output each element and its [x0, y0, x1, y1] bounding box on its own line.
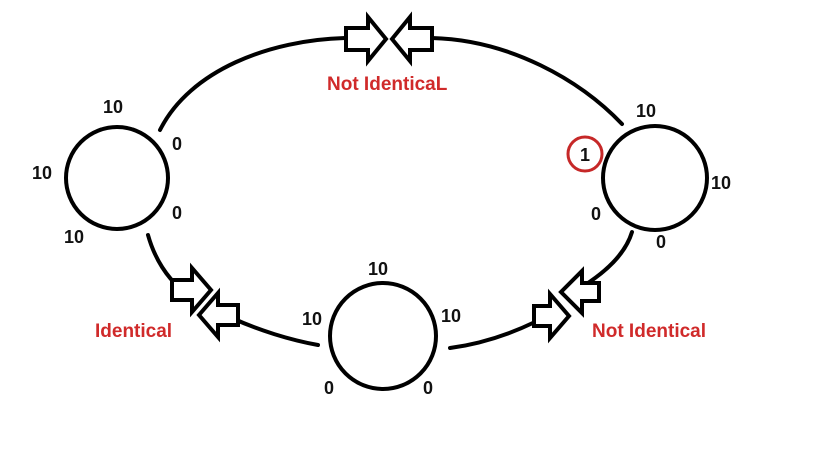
left-node-top-value: 10: [103, 97, 123, 117]
left-node-right-top-value: 0: [172, 134, 182, 154]
left-node-left-value: 10: [32, 163, 52, 183]
arrow-top-left-pointing: [389, 11, 434, 67]
bottom-node-bottom-right-value: 0: [423, 378, 433, 398]
highlight-circle: [566, 135, 604, 173]
edge-bottom-right-lower: [448, 320, 537, 350]
arrow-bottom-left-upper: [170, 262, 214, 318]
bottom-right-edge-label: Not Identical: [592, 321, 706, 342]
right-node-bottom-left-value: 0: [591, 204, 601, 224]
arrow-top-right-pointing: [344, 11, 389, 67]
edge-top: [158, 36, 347, 132]
arrow-bottom-right-upper: [558, 266, 601, 318]
arrow-bottom-right-lower: [532, 288, 572, 344]
right-ring-node: [601, 124, 709, 232]
left-node-bottom-value: 10: [64, 227, 84, 247]
edge-top-right: [430, 36, 624, 126]
right-node-top-value: 10: [636, 101, 656, 121]
bottom-node-right-value: 10: [441, 306, 461, 326]
left-node-right-bottom-value: 0: [172, 203, 182, 223]
top-edge-label: Not IdenticaL: [327, 74, 448, 95]
arrow-bottom-left-lower: [196, 287, 240, 343]
right-node-bottom-right-value: 0: [656, 232, 666, 252]
bottom-left-edge-label: Identical: [95, 321, 172, 342]
left-ring-node: [64, 125, 170, 231]
bottom-node-left-value: 10: [302, 309, 322, 329]
right-node-highlighted-value: 1: [580, 145, 590, 165]
bottom-node-top-value: 10: [368, 259, 388, 279]
right-node-right-value: 10: [711, 173, 731, 193]
bottom-ring-node: [328, 281, 438, 391]
bottom-node-bottom-left-value: 0: [324, 378, 334, 398]
edge-bottom-right-upper: [583, 230, 634, 287]
